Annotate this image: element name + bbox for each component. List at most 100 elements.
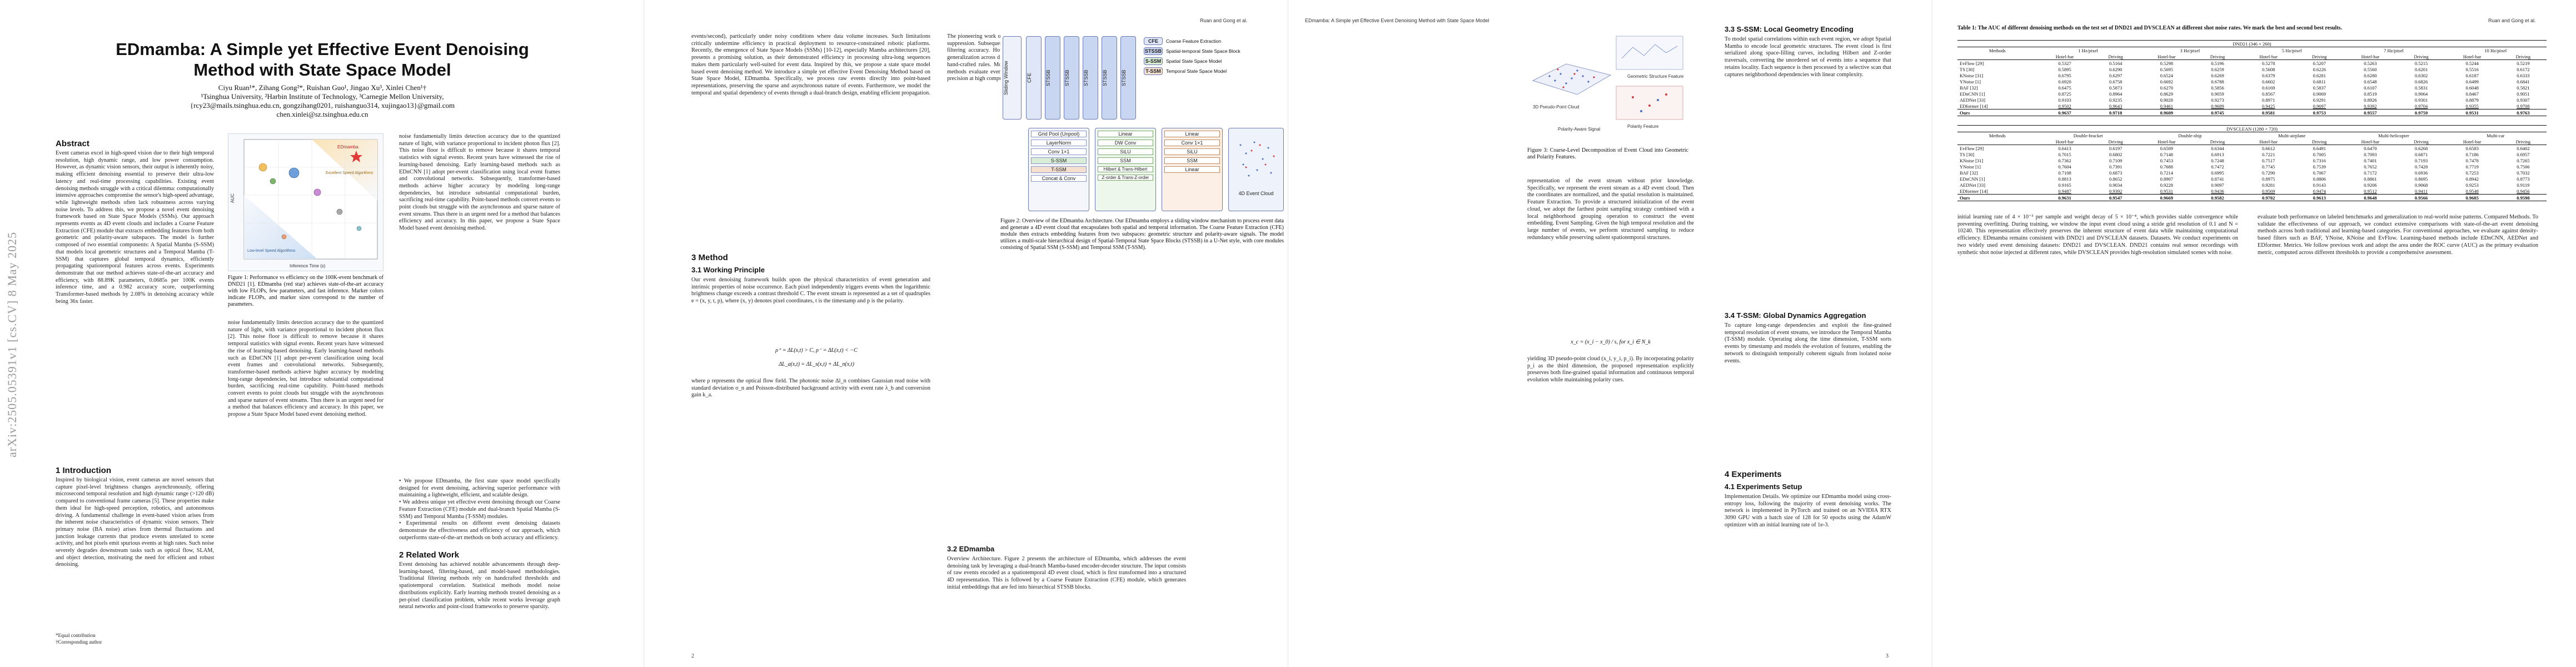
table-cell: 0.9206: [2364, 182, 2377, 188]
page-4: Ruan and Gong et al. Table 1: The AUC of…: [1932, 0, 2576, 667]
table-cell: 0.6602: [2261, 78, 2275, 84]
fig2-legend-sssm-label: Spatial State Space Model: [1166, 58, 1222, 64]
table-cell: 0.7214: [2160, 170, 2174, 176]
dvsclean-header: DVSCLEAN (1280 × 720): [1957, 125, 2547, 132]
table-cell: 0.9569: [2261, 188, 2275, 194]
table-cell: 0.9059: [2211, 91, 2224, 97]
table-cell: 0.9461: [2160, 103, 2174, 109]
table-cell: 0.7253: [2465, 170, 2479, 176]
fig1-legend-edmamba: EDmamba: [337, 145, 358, 150]
page4-col2-text: evaluate both performance on labeled ben…: [2258, 214, 2538, 256]
table-cell: 0.7688: [2160, 163, 2174, 170]
sssm-heading: 3.3 S-SSM: Local Geometry Encoding: [1725, 25, 1853, 33]
fig3-label-d: Polarity Feature: [1627, 124, 1659, 129]
footnote-corresponding: †Corresponding author: [56, 639, 102, 645]
page1-col2-text: noise fundamentally limits detection acc…: [228, 320, 383, 418]
table-cell: 0.9502: [2058, 103, 2071, 109]
table-cell: 0.9436: [2211, 188, 2224, 194]
fig2-stssb-block: STSSB: [1064, 36, 1079, 120]
table-cell: 0.9745: [2194, 109, 2241, 116]
figure-1: EDmamba Excellent Speed Algorithms Low-l…: [228, 133, 383, 271]
table-cell: 0.8907: [2160, 176, 2174, 182]
fig2-detail-sssm: Linear DW Conv SiLU SSM Hilbert & Trans-…: [1095, 128, 1156, 211]
table-cell: 0.5837: [2313, 84, 2326, 91]
intro-text: Inspired by biological vision, event cam…: [56, 477, 214, 568]
table-cell: 0.6873: [2109, 170, 2122, 176]
fig2-stssb-block: STSSB: [1083, 36, 1098, 120]
fig1-marker: [288, 167, 300, 178]
fig2-stssb-block: STSSB: [1102, 36, 1117, 120]
table-cell: 0.8467: [2465, 91, 2479, 97]
table-cell: 0.8773: [2517, 176, 2530, 182]
dnd21-subcol-header: Driving: [2108, 53, 2123, 59]
table-cell: 0.6270: [2160, 84, 2174, 91]
dnd21-subcol-header: Hotel-bar: [2055, 53, 2074, 59]
table-cell: 0.5207: [2296, 59, 2343, 66]
table-cell: 0.9392: [2364, 103, 2377, 109]
table-cell: 0.7604: [2058, 163, 2071, 170]
method-name: EDnCNN [1]: [1960, 91, 1985, 97]
table-cell: 0.6524: [2160, 72, 2174, 78]
table-cell: 0.6491: [2296, 145, 2343, 151]
tssm-heading: 3.4 T-SSM: Global Dynamics Aggregation: [1725, 311, 1866, 320]
fig1-edmamba-star: [350, 151, 362, 162]
table-cell: 0.5278: [2241, 59, 2296, 66]
table-cell: 0.9763: [2499, 109, 2547, 116]
table-cell: 0.6226: [2313, 66, 2326, 72]
figure-2-caption: Figure 2: Overview of the EDmamba Archit…: [1000, 218, 1284, 251]
table-cell: 0.6841: [2517, 78, 2530, 84]
edmamba-heading: 3.2 EDmamba: [947, 545, 995, 553]
table-cell: 0.6268: [2398, 145, 2445, 151]
table-cell: 0.5895: [2058, 66, 2071, 72]
table-cell: 0.9411: [2415, 188, 2428, 194]
table-cell: 0.9669: [2139, 194, 2194, 201]
table-cell: 0.9301: [2414, 97, 2428, 103]
dnd21-header: DND21 (346 × 260): [1957, 40, 2547, 47]
dvsclean-subcol-header: Hotel-bar: [2259, 138, 2278, 145]
table-cell: 0.5196: [2194, 59, 2241, 66]
table-cell: 0.6788: [2211, 78, 2224, 84]
table-cell: 0.6169: [2261, 84, 2275, 91]
method-text: Our event denoising framework builds upo…: [691, 277, 930, 305]
table-cell: 0.9753: [2296, 109, 2343, 116]
page3-col1b-text: yielding 3D pseudo-point cloud (x_i, y_i…: [1527, 356, 1694, 384]
table-cell: 0.6379: [2261, 72, 2275, 78]
table-cell: 0.9273: [2211, 97, 2224, 103]
table-cell: 0.9103: [2058, 97, 2071, 103]
table-cell: 0.6413: [2037, 145, 2092, 151]
fig3-label-c: Geometric Structure Feature: [1627, 74, 1684, 79]
table-cell: 0.6107: [2364, 84, 2377, 91]
table-cell: 0.7401: [2364, 157, 2377, 163]
table-cell: 0.6281: [2313, 72, 2326, 78]
dvsclean-subcol-header: Driving: [2108, 138, 2123, 145]
table-cell: 0.9531: [2444, 109, 2500, 116]
fig2-legend-stssb-label: Spatial-temporal State Space Block: [1166, 48, 1240, 54]
dvsclean-group-header: Multi-helicopter: [2343, 132, 2445, 138]
method-name: BAF [32]: [1960, 84, 1978, 91]
dnd21-subcol-header: Hotel-bar: [2158, 53, 2176, 59]
method-name: BAF [32]: [1960, 170, 1978, 176]
page-number: 2: [691, 653, 694, 659]
dvsclean-subcol-header: Hotel-bar: [2158, 138, 2176, 145]
dnd21-group-header: 1 Hz/pixel: [2037, 47, 2139, 53]
table-cell: 0.9531: [2160, 188, 2174, 194]
running-head: Ruan and Gong et al.: [2488, 18, 2536, 23]
table-cell: 0.9581: [2241, 109, 2296, 116]
table-cell: 0.7391: [2109, 163, 2122, 170]
fig2-legend-stssb: STSSB: [1144, 47, 1163, 55]
table-cell: 0.9068: [2414, 182, 2428, 188]
dnd21-group-header: 3 Hz/pixel: [2139, 47, 2241, 53]
method-name: EDnCNN [1]: [1960, 176, 1985, 182]
table-cell: 0.9474: [2313, 188, 2326, 194]
table-cell: 0.7005: [2313, 151, 2326, 157]
contributions-list: • We propose EDmamba, the first state sp…: [399, 478, 560, 541]
page-3: EDmamba: A Simple yet Effective Event De…: [1288, 0, 1932, 667]
